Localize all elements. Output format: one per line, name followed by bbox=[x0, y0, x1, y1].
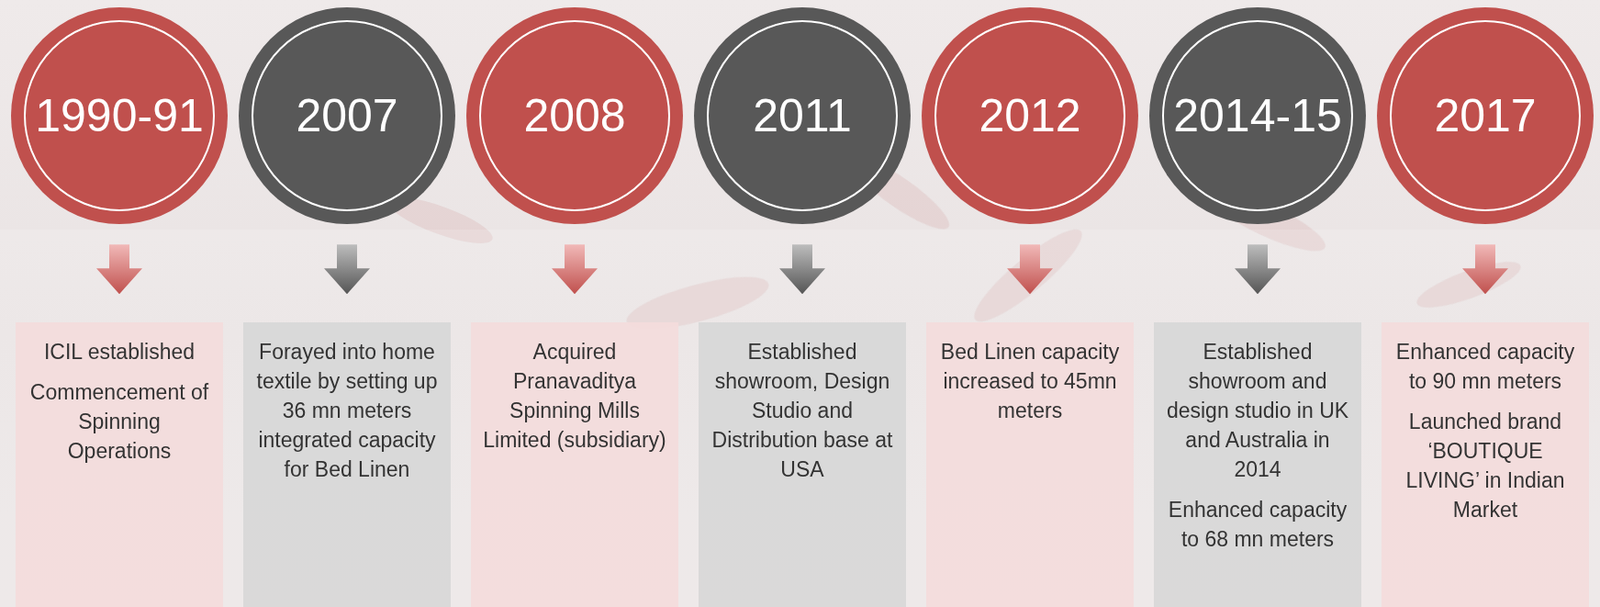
year-circle: 2017 bbox=[1376, 6, 1595, 225]
year-label: 2008 bbox=[523, 92, 626, 139]
down-arrow bbox=[1462, 244, 1509, 294]
circle-ring bbox=[707, 21, 897, 211]
down-arrow bbox=[779, 244, 826, 294]
event-box: Established showroom and design studio i… bbox=[1153, 322, 1362, 607]
event-text: Acquired Pranavaditya Spinning Mills Lim… bbox=[480, 336, 670, 455]
event-text: Enhanced capacity to 68 mn meters bbox=[1163, 494, 1353, 554]
year-label: 1990-91 bbox=[34, 92, 204, 139]
circle-fill bbox=[466, 7, 683, 224]
event-text: Commencement of Spinning Operations bbox=[24, 377, 214, 466]
year-circle: 2007 bbox=[237, 6, 457, 225]
year-label: 2007 bbox=[295, 92, 398, 139]
circle-fill bbox=[921, 7, 1139, 224]
year-label: 2011 bbox=[752, 92, 852, 139]
event-text: Established showroom and design studio i… bbox=[1163, 336, 1353, 484]
down-arrow bbox=[324, 244, 370, 294]
circle-ring bbox=[935, 21, 1125, 211]
event-box: Established showroom, Design Studio and … bbox=[698, 322, 907, 607]
event-text: Enhanced capacity to 90 mn meters bbox=[1390, 336, 1580, 396]
down-arrow bbox=[96, 244, 143, 294]
event-text: Established showroom, Design Studio and … bbox=[707, 336, 897, 484]
circle-ring bbox=[252, 21, 442, 211]
year-label: 2017 bbox=[1433, 92, 1536, 139]
circle-ring bbox=[480, 21, 670, 211]
circle-fill bbox=[238, 7, 456, 224]
bedding-band bbox=[0, 229, 1600, 607]
year-circle: 2012 bbox=[920, 6, 1140, 225]
event-box: Enhanced capacity to 90 mn metersLaunche… bbox=[1381, 322, 1589, 607]
circle-fill bbox=[1149, 7, 1366, 224]
year-circle: 2014-15 bbox=[1148, 6, 1367, 225]
circle-ring bbox=[1163, 21, 1353, 211]
year-circle: 2011 bbox=[693, 6, 912, 225]
event-box: ICIL establishedCommencement of Spinning… bbox=[15, 322, 224, 607]
circle-ring bbox=[24, 21, 214, 211]
event-text: Forayed into home textile by setting up … bbox=[252, 336, 442, 484]
year-label: 2014-15 bbox=[1173, 92, 1343, 139]
year-label: 2012 bbox=[978, 92, 1081, 139]
circle-fill bbox=[11, 7, 228, 224]
event-box: Forayed into home textile by setting up … bbox=[243, 322, 451, 607]
down-arrow bbox=[1234, 244, 1281, 294]
event-text: Bed Linen capacity increased to 45mn met… bbox=[935, 336, 1125, 426]
event-text: Launched brand ‘BOUTIQUE LIVING’ in Indi… bbox=[1390, 406, 1580, 525]
down-arrow bbox=[1006, 244, 1053, 294]
down-arrow bbox=[551, 244, 598, 294]
circle-fill bbox=[693, 7, 911, 224]
event-box: Bed Linen capacity increased to 45mn met… bbox=[926, 322, 1134, 607]
year-circle: 1990-91 bbox=[10, 6, 229, 225]
event-box: Acquired Pranavaditya Spinning Mills Lim… bbox=[470, 322, 679, 607]
event-text: ICIL established bbox=[24, 336, 214, 367]
circle-fill bbox=[1376, 7, 1594, 224]
circle-ring bbox=[1390, 21, 1580, 211]
year-circle: 2008 bbox=[465, 6, 684, 225]
